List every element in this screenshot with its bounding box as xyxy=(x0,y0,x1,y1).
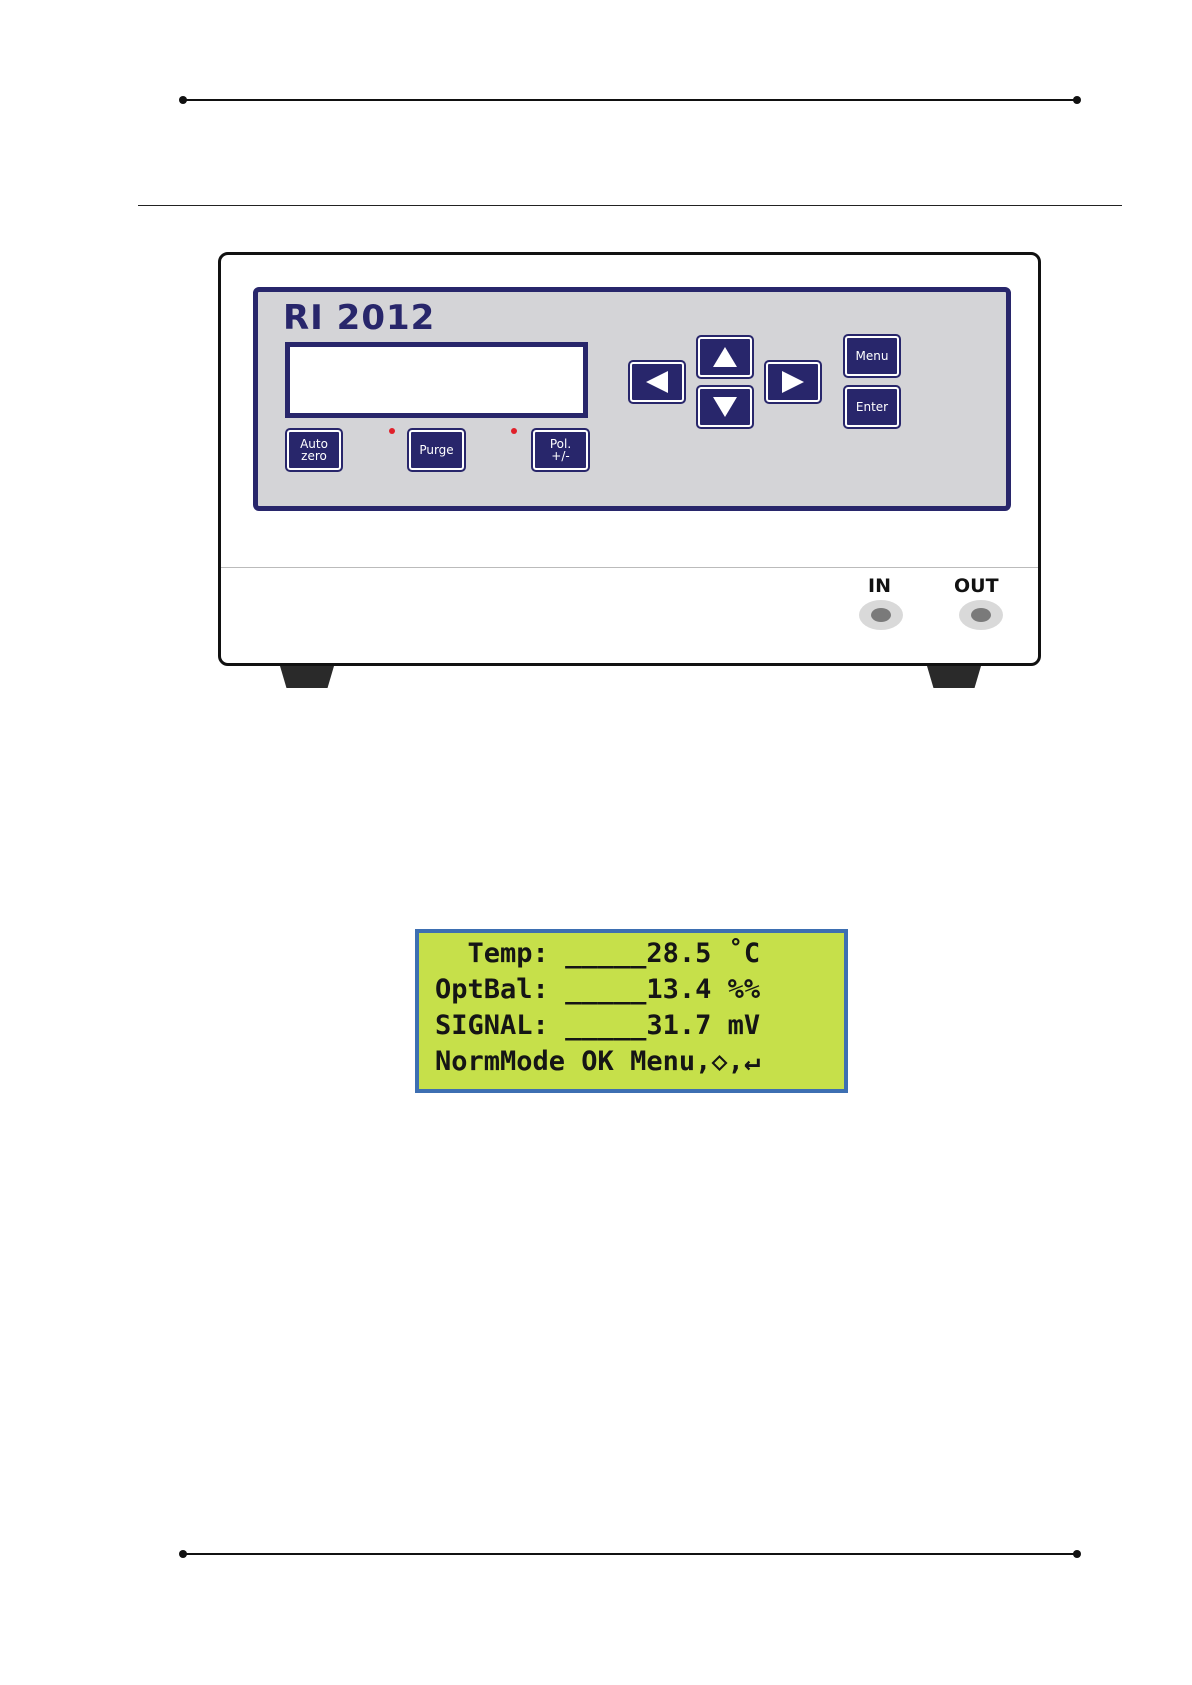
rule-endpoint-right xyxy=(1073,96,1081,104)
lcd-value: 13.4 xyxy=(646,974,711,1005)
top-rule xyxy=(183,99,1075,101)
lcd-value: 28.5 xyxy=(646,938,711,969)
in-port-label: IN xyxy=(868,575,891,597)
out-port-label: OUT xyxy=(954,575,999,597)
lcd-screen: Temp: _____28.5 ˚C OptBal: _____13.4 %% … xyxy=(415,929,848,1093)
lcd-row-optbal: OptBal: _____13.4 %% xyxy=(435,972,760,1008)
section-rule xyxy=(138,205,1122,206)
lcd-label: SIGNAL: xyxy=(435,1010,549,1041)
rule-endpoint-right xyxy=(1073,1550,1081,1558)
enter-key[interactable]: Enter xyxy=(845,387,899,427)
lcd-unit: %% xyxy=(728,974,761,1005)
enter-arrow-icon: ↵ xyxy=(744,1046,760,1077)
in-port xyxy=(859,600,903,630)
polarity-key-label: Pol. +/- xyxy=(550,438,571,462)
model-name: RI 2012 xyxy=(283,298,435,338)
control-panel: RI 2012 Auto zero Purge Pol. +/- Menu E xyxy=(253,287,1011,511)
up-arrow-icon xyxy=(713,347,737,367)
menu-key-label: Menu xyxy=(856,350,889,362)
right-arrow-icon xyxy=(782,371,804,393)
arrow-up-key[interactable] xyxy=(698,337,752,377)
out-port xyxy=(959,600,1003,630)
led-indicator xyxy=(511,428,517,434)
down-arrow-icon xyxy=(713,397,737,417)
lcd-underscores: _____ xyxy=(565,1010,646,1041)
lcd-display-window xyxy=(285,342,588,418)
menu-key[interactable]: Menu xyxy=(845,336,899,376)
autozero-key-label: Auto zero xyxy=(300,438,328,462)
lcd-unit: ˚C xyxy=(728,938,761,969)
lcd-comma: , xyxy=(728,1046,744,1077)
purge-key[interactable]: Purge xyxy=(409,430,464,470)
lcd-unit: mV xyxy=(728,1010,761,1041)
polarity-key[interactable]: Pol. +/- xyxy=(533,430,588,470)
arrow-right-key[interactable] xyxy=(766,362,820,402)
lcd-status-text: NormMode OK Menu, xyxy=(435,1046,711,1077)
left-arrow-icon xyxy=(646,371,668,393)
purge-key-label: Purge xyxy=(419,444,453,456)
device-foot-left xyxy=(280,666,334,688)
lcd-row-temp: Temp: _____28.5 ˚C xyxy=(435,936,760,972)
arrow-down-key[interactable] xyxy=(698,387,752,427)
lcd-label: Temp: xyxy=(435,938,549,969)
lcd-status-row: NormMode OK Menu,◇,↵ xyxy=(435,1044,760,1080)
lcd-value: 31.7 xyxy=(646,1010,711,1041)
device-divider xyxy=(221,567,1038,568)
lcd-row-signal: SIGNAL: _____31.7 mV xyxy=(435,1008,760,1044)
autozero-key[interactable]: Auto zero xyxy=(287,430,341,470)
diamond-icon: ◇ xyxy=(711,1046,727,1077)
lcd-label: OptBal: xyxy=(435,974,549,1005)
arrow-left-key[interactable] xyxy=(630,362,684,402)
led-indicator xyxy=(389,428,395,434)
device-front-view: RI 2012 Auto zero Purge Pol. +/- Menu E xyxy=(218,252,1041,666)
device-foot-right xyxy=(927,666,981,688)
lcd-underscores: _____ xyxy=(565,974,646,1005)
lcd-underscores: _____ xyxy=(565,938,646,969)
bottom-rule xyxy=(183,1553,1075,1555)
enter-key-label: Enter xyxy=(856,401,888,413)
